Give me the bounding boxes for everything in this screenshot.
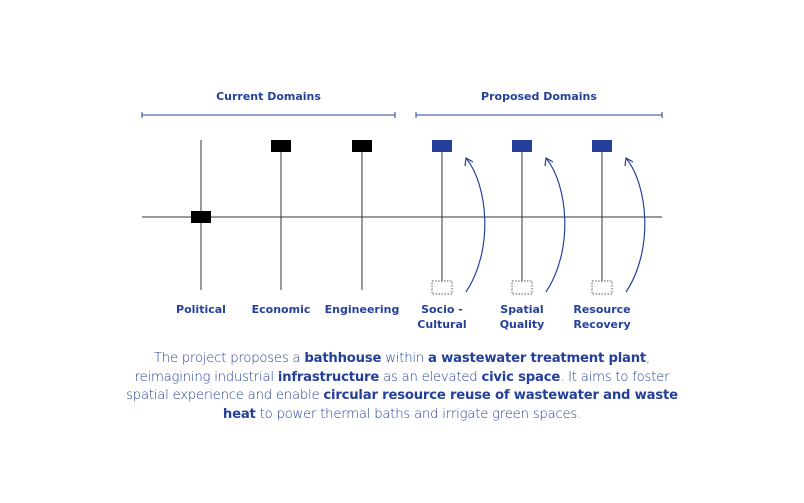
- group-title: Current Domains: [216, 90, 321, 103]
- arrow-head-icon: [464, 157, 474, 167]
- domain-marker: [592, 140, 612, 152]
- shift-arrow: [545, 157, 566, 293]
- caption-highlight: a wastewater treatment plant: [428, 351, 647, 366]
- domain-columns: Political Economic Engineering Socio - Cultu…: [176, 140, 646, 331]
- domain-label-line: Spatial: [500, 303, 543, 316]
- domain-column-2: Engineering: [325, 140, 400, 316]
- domain-marker: [352, 140, 372, 152]
- caption-text: . It aims to foster spatial experience a…: [126, 369, 670, 404]
- caption-text: as an elevated: [379, 369, 482, 385]
- domain-label-line: Socio -: [421, 303, 463, 316]
- domain-column-1: Economic: [252, 140, 311, 316]
- domain-label: Political: [176, 303, 226, 316]
- group-title: Proposed Domains: [481, 90, 597, 103]
- domain-label-line: Resource: [573, 303, 630, 316]
- origin-marker: [591, 280, 613, 295]
- domain-label: Engineering: [325, 303, 400, 316]
- origin-marker: [431, 280, 453, 295]
- caption-highlight: circular resource reuse of wastewater an…: [222, 388, 678, 422]
- domain-marker: [191, 211, 211, 223]
- shift-arrow: [625, 157, 646, 293]
- domain-label-line: Economic: [252, 303, 311, 316]
- caption-text: , reimagining industrial: [134, 351, 651, 385]
- domain-label: Socio - Cultural: [417, 303, 466, 331]
- shift-arrow: [465, 157, 486, 293]
- project-description: The project proposes a bathhouse within …: [120, 350, 684, 424]
- caption-highlight: civic space: [481, 369, 561, 385]
- arrow-head-icon: [544, 157, 554, 167]
- caption-text: The project proposes a: [153, 351, 305, 366]
- group-bracket-0: Current Domains: [141, 90, 396, 118]
- domain-marker: [512, 140, 532, 152]
- domain-label-line: Cultural: [417, 318, 466, 331]
- domain-marker: [271, 140, 291, 152]
- domain-label: Economic: [252, 303, 311, 316]
- domain-marker: [432, 140, 452, 152]
- caption-text: to power thermal baths and irrigate gree…: [255, 406, 582, 422]
- domain-group-brackets: Current Domains Proposed Domains: [141, 90, 663, 118]
- caption-highlight: bathhouse: [304, 351, 382, 366]
- domain-label-line: Quality: [500, 318, 545, 331]
- domain-column-0: Political: [176, 140, 226, 316]
- domain-label-line: Political: [176, 303, 226, 316]
- origin-marker: [511, 280, 533, 295]
- caption-highlight: infrastructure: [277, 369, 380, 385]
- caption-text: within: [381, 351, 429, 366]
- domain-label-line: Recovery: [573, 318, 630, 331]
- arrow-head-icon: [624, 157, 634, 167]
- domain-label-line: Engineering: [325, 303, 400, 316]
- group-bracket-1: Proposed Domains: [415, 90, 663, 118]
- domain-column-3: Socio - Cultural: [417, 140, 486, 331]
